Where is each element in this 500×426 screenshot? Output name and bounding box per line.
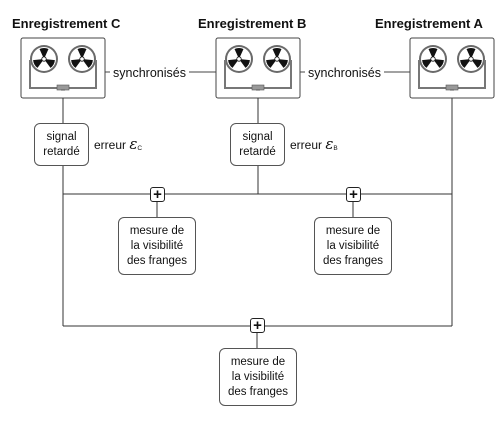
recording-c-title: Enregistrement C bbox=[12, 16, 121, 31]
measure-box-3-line3: des franges bbox=[227, 385, 289, 398]
delay-box-b-line1: signal bbox=[242, 130, 273, 143]
error-label-b: erreur εB bbox=[290, 137, 338, 156]
sync-label-ba: synchronisés bbox=[305, 66, 384, 80]
delay-box-b: signal retardé bbox=[230, 123, 285, 166]
measure-box-1: mesure de la visibilité des franges bbox=[118, 217, 196, 275]
measure-box-1-line1: mesure de bbox=[129, 224, 185, 237]
sync-label-cb: synchronisés bbox=[110, 66, 189, 80]
measure-box-3-line1: mesure de bbox=[230, 355, 286, 368]
tape-recorder-b-icon bbox=[215, 37, 301, 99]
error-label-c-text: erreur bbox=[94, 138, 127, 152]
delay-box-c-line2: retardé bbox=[43, 145, 80, 158]
delay-box-b-line2: retardé bbox=[239, 145, 276, 158]
measure-box-2-line2: la visibilité bbox=[326, 239, 380, 252]
measure-box-2-line3: des franges bbox=[322, 254, 384, 267]
adder-node-3: + bbox=[250, 318, 265, 333]
adder-node-2: + bbox=[346, 187, 361, 202]
recording-b-title: Enregistrement B bbox=[198, 16, 307, 31]
recording-a-title: Enregistrement A bbox=[375, 16, 483, 31]
measure-box-3: mesure de la visibilité des franges bbox=[219, 348, 297, 406]
delay-box-c: signal retardé bbox=[34, 123, 89, 166]
epsilon-b-symbol: ε bbox=[325, 135, 334, 153]
measure-box-2: mesure de la visibilité des franges bbox=[314, 217, 392, 275]
measure-box-1-line2: la visibilité bbox=[130, 239, 184, 252]
measure-box-1-line3: des franges bbox=[126, 254, 188, 267]
tape-recorder-c-icon bbox=[20, 37, 106, 99]
epsilon-c-subscript: C bbox=[137, 145, 143, 152]
error-label-c: erreur εC bbox=[94, 137, 142, 156]
error-label-b-text: erreur bbox=[290, 138, 323, 152]
delay-box-c-line1: signal bbox=[46, 130, 77, 143]
epsilon-c-symbol: ε bbox=[129, 135, 138, 153]
epsilon-b-subscript: B bbox=[333, 145, 338, 152]
measure-box-2-line1: mesure de bbox=[325, 224, 381, 237]
measure-box-3-line2: la visibilité bbox=[231, 370, 285, 383]
adder-node-1: + bbox=[150, 187, 165, 202]
tape-recorder-a-icon bbox=[409, 37, 495, 99]
